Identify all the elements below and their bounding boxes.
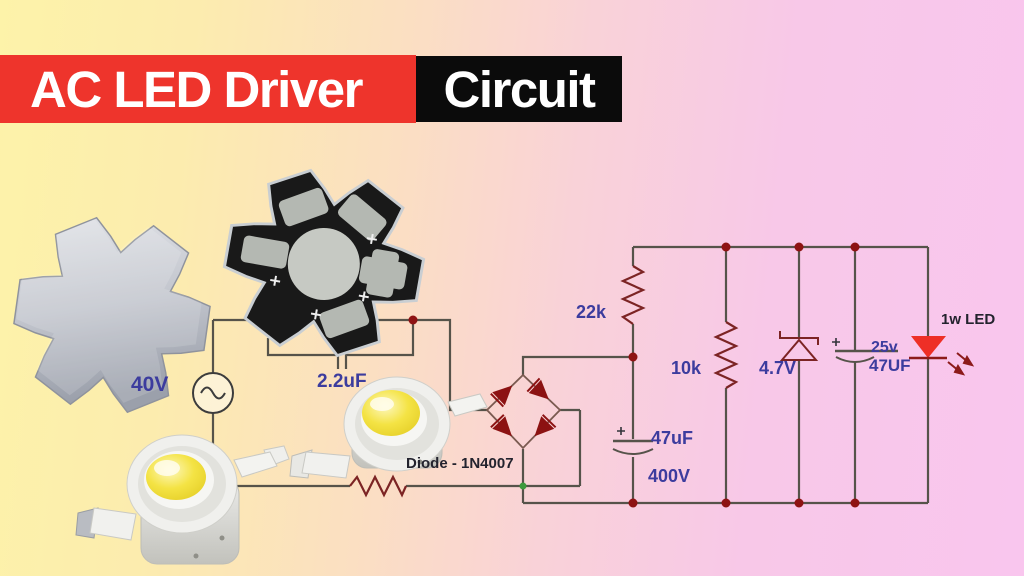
- pcb-center-pad: [287, 227, 360, 300]
- bridge-diode-part-label: Diode - 1N4007: [406, 455, 514, 472]
- power-led-photo-2: [289, 376, 488, 479]
- diode-icon: [490, 385, 513, 408]
- led-emission-arrows-icon: [947, 352, 975, 376]
- resistor-r1-symbol: [620, 265, 646, 325]
- led-output-label: 1w LED: [941, 311, 996, 328]
- led-lead-left: [301, 451, 351, 479]
- wire-cap-loop: [266, 320, 415, 357]
- pcb-polarity-marks: [270, 233, 378, 320]
- diode-icon: [490, 414, 512, 437]
- title-banner-black: Circuit: [416, 56, 622, 122]
- black-star-pcb-image: [211, 157, 437, 369]
- pcb-solder-pads: [240, 187, 408, 339]
- diode-icon: [526, 377, 549, 400]
- led-lead-right: [447, 393, 488, 417]
- ac-source-symbol: [192, 372, 234, 414]
- output-cap-value-label: 47UF: [869, 356, 911, 375]
- led-lead-left: [89, 507, 137, 541]
- bridge-rectifier: [485, 373, 562, 450]
- input-capacitor-label: 2.2uF: [317, 371, 367, 392]
- wire-bridge-right: [560, 408, 582, 486]
- wire-bridge-top: [521, 355, 633, 375]
- title-suffix-text: Circuit: [443, 60, 596, 118]
- junction-green-dot: [519, 482, 527, 490]
- resistor-r2-symbol: [713, 321, 739, 389]
- smoothing-cap-value-label: 47uF: [651, 428, 694, 448]
- diode-icon: [534, 414, 557, 437]
- led-triangle: [911, 336, 946, 358]
- node-dots: [408, 242, 860, 508]
- power-led-photo-1: [75, 434, 290, 565]
- title-banner-red: AC LED Driver: [0, 55, 416, 123]
- title-highlight-text: AC LED Driver: [30, 60, 363, 118]
- resistor-r2-label: 10k: [671, 358, 702, 378]
- sine-wave-icon: [200, 386, 226, 400]
- output-cap-voltage-label: 25v: [871, 339, 898, 356]
- output-capacitor-symbol: [832, 338, 898, 363]
- led-symbol: [909, 336, 975, 376]
- smoothing-cap-voltage-label: 400V: [648, 466, 691, 486]
- resistor-r1-label: 22k: [576, 302, 607, 322]
- zener-voltage-label: 4.7V: [759, 358, 797, 378]
- zener-diode-symbol: [779, 331, 819, 361]
- resistors: [349, 265, 739, 498]
- smoothing-capacitor-symbol: [612, 427, 654, 455]
- led-lead-right: [233, 451, 278, 478]
- series-resistor-symbol: [349, 474, 408, 498]
- source-voltage-label: 40V: [131, 373, 169, 396]
